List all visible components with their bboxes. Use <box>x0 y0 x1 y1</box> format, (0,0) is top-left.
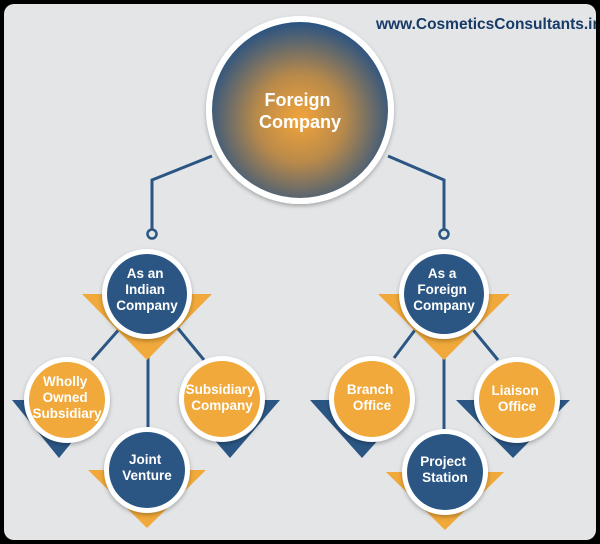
svg-text:Branch Office: Branch Office <box>347 382 397 413</box>
org-diagram: Foreign Company Wholly Owned Subsidiary <box>12 16 570 530</box>
node-label-line: Office <box>353 398 392 413</box>
root-connectors <box>150 154 446 230</box>
node-liaison-office[interactable]: Liaison Office <box>456 357 570 458</box>
svg-text:Subsidiary Company: Subsidiary Company <box>186 382 259 413</box>
node-joint-venture[interactable]: Joint Venture <box>88 427 206 528</box>
svg-text:As a Foreign: As a Foreign Company <box>413 266 475 313</box>
node-label-line: As an <box>127 266 164 281</box>
node-label-line: Branch <box>347 382 394 397</box>
node-label-line: Foreign <box>417 282 467 297</box>
node-label-line: Subsidiary <box>32 406 102 421</box>
node-label-line: Company <box>413 298 475 313</box>
node-label-line: Subsidiary <box>186 382 256 397</box>
node-project-station[interactable]: Project Station <box>386 429 504 530</box>
node-label-line: Company <box>116 298 178 313</box>
node-label-line: Joint <box>129 452 162 467</box>
root-node[interactable]: Foreign Company <box>206 16 394 204</box>
branch-right: Branch Office Liaison Office <box>310 249 570 530</box>
connector-left-dot <box>146 228 158 240</box>
node-label-line: Owned <box>43 390 88 405</box>
svg-text:Foreign Company: Foreign Company <box>259 90 341 132</box>
node-as-indian-company[interactable]: As an Indian Company <box>82 249 212 360</box>
branch-left: Wholly Owned Subsidiary Subsidiary Compa… <box>12 249 280 528</box>
root-label-line: Company <box>259 112 341 132</box>
svg-text:Wholly Owned: Wholly Owned Subsidiary <box>32 374 102 421</box>
node-label-line: Company <box>191 398 253 413</box>
node-label-line: Wholly <box>43 374 88 389</box>
connector-left <box>150 154 213 230</box>
node-wholly-owned-subsidiary[interactable]: Wholly Owned Subsidiary <box>12 357 110 458</box>
node-label-line: Office <box>498 399 537 414</box>
node-label-line: Indian <box>125 282 165 297</box>
node-branch-office[interactable]: Branch Office <box>310 356 415 458</box>
node-label-line: As a <box>428 266 457 281</box>
node-label-line: Station <box>422 470 468 485</box>
svg-text:Liaison Office: Liaison Office <box>491 383 542 414</box>
website-url[interactable]: www.CosmeticsConsultants.in <box>376 16 596 33</box>
node-as-foreign-company[interactable]: As a Foreign Company <box>378 249 510 360</box>
node-label-line: Liaison <box>491 383 538 398</box>
svg-text:Project Station: Project Station <box>420 454 470 485</box>
node-label-line: Project <box>420 454 466 469</box>
root-label-line: Foreign <box>264 90 330 110</box>
connector-right-dot <box>438 228 450 240</box>
connector-right <box>387 154 446 230</box>
diagram-frame: www.CosmeticsConsultants.in Foreign <box>4 4 596 540</box>
svg-text:As an Indian: As an Indian Company <box>116 266 178 313</box>
svg-text:Joint Venture: Joint Venture <box>122 452 172 483</box>
node-subsidiary-company[interactable]: Subsidiary Company <box>179 356 280 458</box>
node-label-line: Venture <box>122 468 172 483</box>
